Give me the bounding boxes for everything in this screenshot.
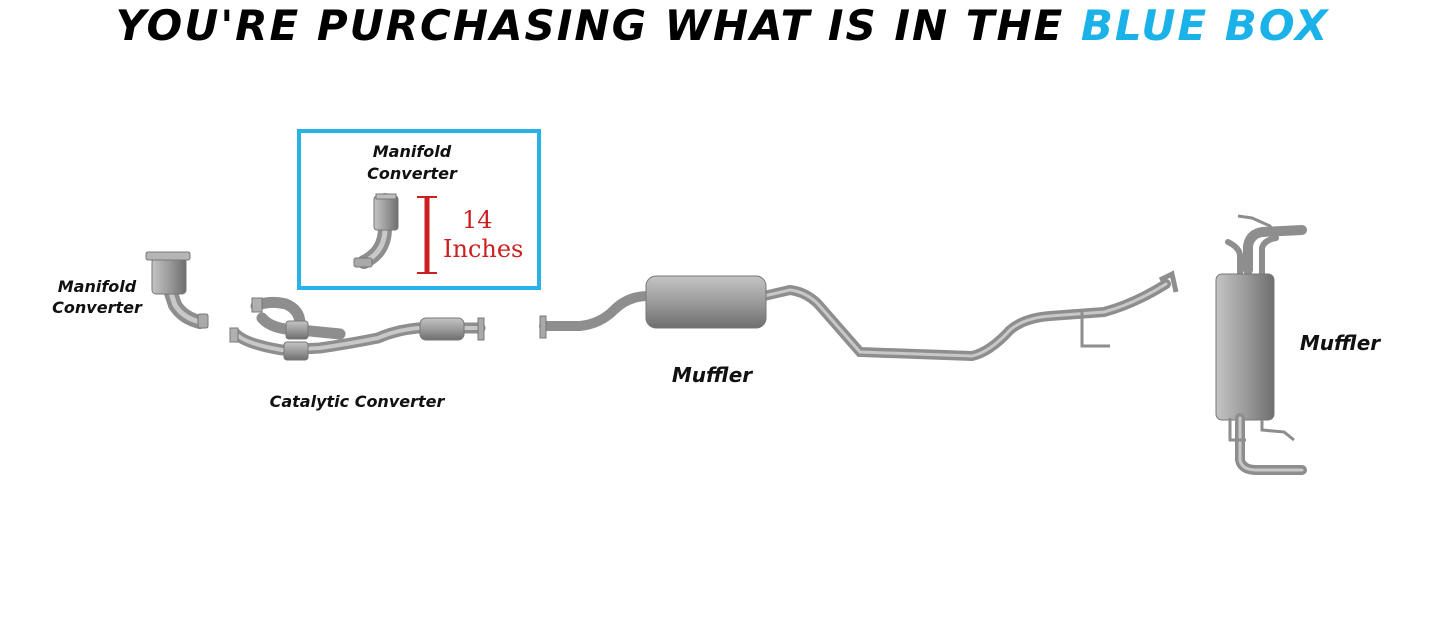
headline-prefix: YOU'RE PURCHASING WHAT IS IN THE (115, 1, 1065, 50)
muffler-rear-label: Muffler (1299, 331, 1381, 355)
headline-highlight: BLUE BOX (1080, 1, 1330, 50)
catalytic-converter-pipe (229, 296, 486, 361)
left-manifold-converter (145, 251, 209, 329)
measure-value: 14 (462, 206, 493, 234)
rear-muffler (1215, 214, 1307, 475)
manifold-label-line1: Manifold (57, 277, 137, 296)
headline: YOU'RE PURCHASING WHAT IS IN THE BLUE BO… (0, 0, 1445, 60)
box-label-line2: Converter (367, 164, 457, 183)
blue-box (297, 129, 541, 290)
boxed-manifold-converter (353, 193, 399, 269)
box-label-line1: Manifold (372, 142, 452, 161)
measurement-bar (417, 196, 437, 274)
catalytic-label: Catalytic Converter (269, 392, 445, 411)
muffler-mid-label: Muffler (671, 363, 753, 387)
measure-unit: Inches (443, 235, 524, 263)
manifold-label-line2: Converter (52, 298, 142, 317)
middle-muffler-pipe (539, 270, 1179, 362)
